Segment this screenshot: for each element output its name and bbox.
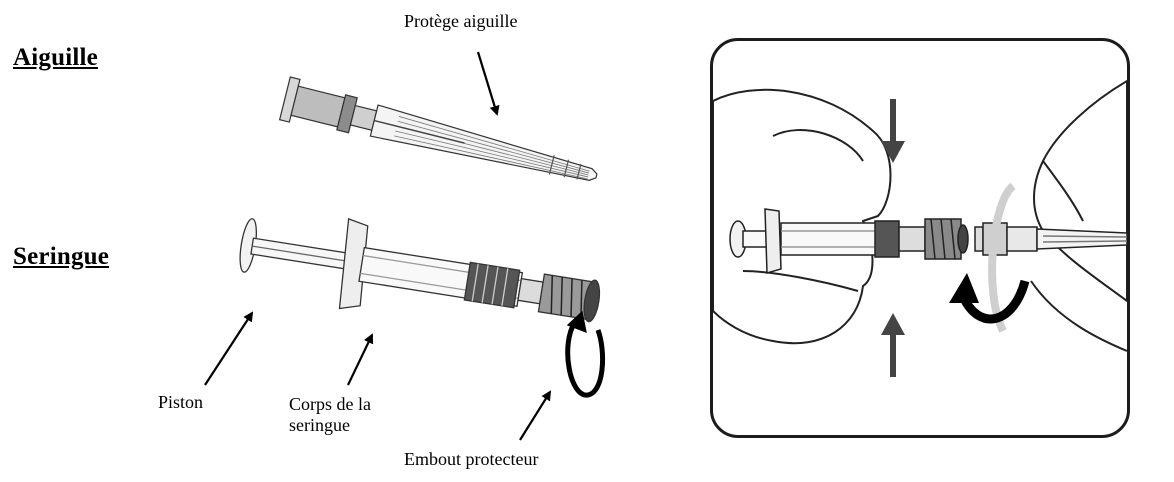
label-needle-shield: Protège aiguille — [404, 11, 518, 31]
rotate-arrow-front — [958, 279, 1030, 324]
label-plunger: Piston — [158, 392, 204, 412]
arrow-needle-shield — [476, 51, 500, 116]
assembly-illustration — [713, 80, 1127, 377]
plunger-stopper — [463, 261, 521, 309]
label-barrel-line2: seringue — [289, 415, 350, 435]
panel-syringe — [729, 208, 969, 274]
squeeze-arrows — [881, 99, 905, 377]
rotate-arrow-syringe — [565, 320, 606, 398]
arrow-plunger — [204, 311, 254, 386]
needle-illustration — [278, 76, 598, 181]
assembly-panel — [710, 38, 1130, 438]
left-hand — [713, 88, 892, 345]
heading-needle: Aiguille — [13, 44, 98, 71]
heading-syringe: Seringue — [13, 243, 110, 270]
right-hand — [1033, 80, 1127, 302]
label-tip-cap: Embout protecteur — [404, 449, 539, 469]
arrow-barrel — [347, 333, 374, 386]
finger-flange — [338, 217, 369, 310]
arrow-tip-cap — [519, 390, 552, 441]
needle-hub — [290, 85, 346, 128]
syringe-illustration — [239, 217, 606, 398]
label-barrel-line1: Corps de la — [289, 394, 371, 414]
needle-shield — [369, 104, 598, 181]
panel-needle — [974, 222, 1127, 256]
